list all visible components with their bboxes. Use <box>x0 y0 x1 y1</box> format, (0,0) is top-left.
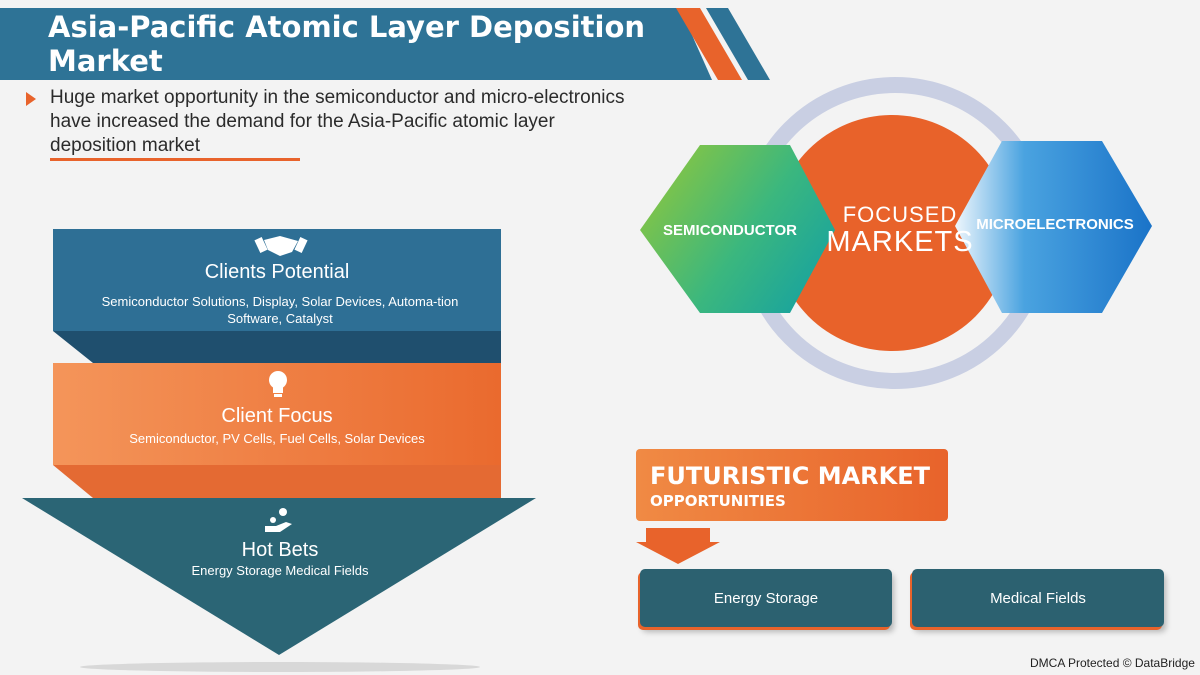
futuristic-title: FUTURISTIC MARKET <box>650 462 931 490</box>
header-banner <box>0 8 770 80</box>
hot-bets-title: Hot Bets <box>241 539 319 561</box>
intro-underline <box>50 158 300 161</box>
futuristic-header-box <box>636 449 948 521</box>
energy-storage-card: Energy Storage <box>640 569 892 627</box>
clients-potential-description: Semiconductor Solutions, Display, Solar … <box>101 294 459 326</box>
funnel-fold-orange <box>53 465 501 498</box>
focused-markets-circle <box>774 115 1010 351</box>
medical-fields-card: Medical Fields <box>912 569 1164 627</box>
funnel-tip-hotbets <box>22 498 536 655</box>
focused-label: FOCUSED <box>842 202 958 227</box>
futuristic-subtitle: OPPORTUNITIES <box>650 492 786 510</box>
bullet-arrow-icon <box>26 92 36 106</box>
markets-label: MARKETS <box>826 226 974 258</box>
focused-markets-diagram <box>640 77 1152 389</box>
client-focus-description: Semiconductor, PV Cells, Fuel Cells, Sol… <box>129 431 425 446</box>
footer-credit: DMCA Protected © DataBridge <box>1030 656 1195 670</box>
hand-coins-icon <box>265 508 292 532</box>
microelectronics-hexagon <box>955 141 1152 313</box>
lightbulb-icon <box>269 371 287 397</box>
funnel-diagram <box>22 229 536 672</box>
funnel-fold-blue <box>53 331 501 363</box>
semiconductor-label: SEMICONDUCTOR <box>663 222 797 239</box>
microelectronics-label: MICROELECTRONICS <box>976 216 1134 233</box>
semiconductor-hexagon <box>640 145 835 313</box>
page-title: Asia-Pacific Atomic Layer Deposition Mar… <box>48 10 646 78</box>
client-focus-title: Client Focus <box>221 405 333 427</box>
hot-bets-description: Energy Storage Medical Fields <box>191 563 369 578</box>
clients-potential-title: Clients Potential <box>204 261 350 283</box>
down-arrow-icon <box>636 528 720 564</box>
handshake-icon <box>254 236 308 256</box>
intro-text: Huge market opportunity in the semicondu… <box>50 87 625 156</box>
